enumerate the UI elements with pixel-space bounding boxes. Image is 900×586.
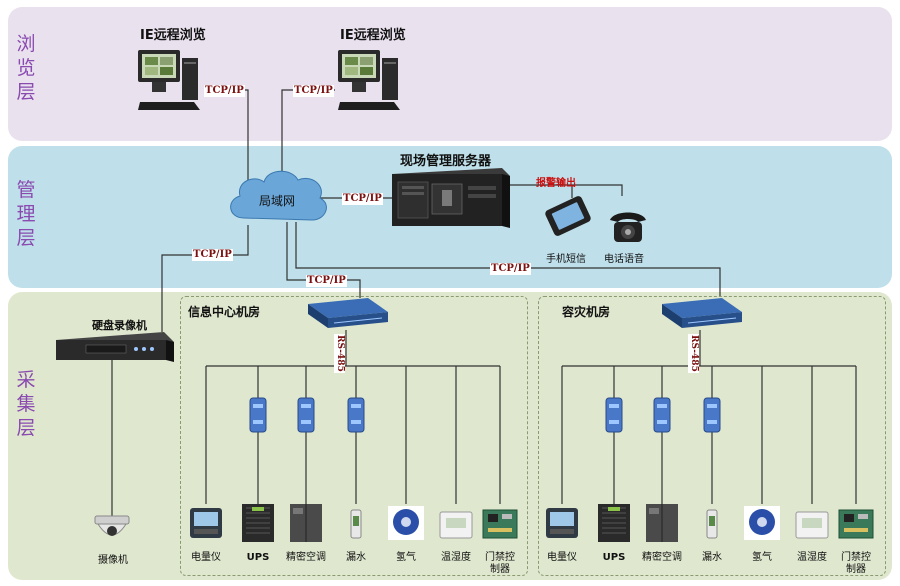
- dvr-label: 硬盘录像机: [92, 319, 147, 332]
- dome-camera-icon: [94, 515, 130, 536]
- collect-layer-label: 采集层: [12, 368, 40, 440]
- device-label: 氢气: [396, 552, 416, 563]
- device-icon: [290, 504, 322, 542]
- device-label: 漏水: [702, 552, 722, 563]
- camera-label: 摄像机: [98, 555, 128, 566]
- browse-layer-label-text: 浏览层: [16, 33, 36, 103]
- pc-icon-2: [338, 50, 400, 110]
- rs485-converter-icon: [605, 397, 623, 433]
- room-box-disaster: [538, 296, 886, 576]
- rs485-converter-icon: [653, 397, 671, 433]
- browse-layer-label: 浏览层: [12, 32, 40, 104]
- desk-phone-icon: [610, 212, 646, 242]
- device-label: 精密空调: [286, 552, 326, 563]
- link-server-phones: [508, 184, 623, 196]
- device-label: 氢气: [752, 552, 772, 563]
- connection-lines: [111, 89, 856, 520]
- device-icon: [744, 506, 780, 540]
- rs485-converter-icon: [347, 397, 365, 433]
- rs485-converter-icon: [703, 397, 721, 433]
- device-icon: [838, 509, 874, 539]
- device-label: 门禁控制器: [841, 552, 871, 575]
- device-icon: [242, 504, 274, 542]
- device-icon: [388, 506, 424, 540]
- rs485-label-1: RS-485: [334, 334, 345, 373]
- device-drop-lines: [205, 366, 857, 504]
- device-icon: [350, 509, 362, 539]
- switch-icon-2: [662, 298, 742, 328]
- device-icon: [546, 508, 578, 538]
- alarm-label: 报警输出: [536, 178, 576, 189]
- device-label: 漏水: [346, 552, 366, 563]
- rs485-converter-icon: [249, 397, 267, 433]
- switch-icon-1: [308, 298, 388, 328]
- pc1-label: IE远程浏览: [140, 28, 206, 43]
- device-icon: [646, 504, 678, 542]
- lan-label: 局域网: [259, 194, 296, 208]
- device-label: 门禁控制器: [485, 552, 515, 575]
- device-label: 电量仪: [547, 552, 577, 563]
- mobile-phone-icon: [545, 196, 591, 236]
- device-label: UPS: [246, 552, 270, 563]
- device-label: 精密空调: [642, 552, 682, 563]
- server-label: 现场管理服务器: [400, 154, 492, 169]
- lan-cloud-icon: [230, 170, 327, 221]
- device-label: 温湿度: [797, 552, 827, 563]
- mobile-sms-label: 手机短信: [546, 254, 586, 265]
- dvr-icon: [56, 332, 174, 362]
- link-pc1-lan: [205, 89, 249, 195]
- tcp-label-switch1: TCP/IP: [306, 275, 347, 287]
- manage-layer-label-text: 管理层: [16, 179, 36, 249]
- pc2-label: IE远程浏览: [340, 28, 406, 43]
- pc-icon-1: [138, 50, 200, 110]
- device-icon: [439, 511, 473, 539]
- room-box-info-center: [180, 296, 528, 576]
- desk-phone-label: 电话语音: [604, 254, 644, 265]
- tcp-label-pc1: TCP/IP: [204, 85, 245, 97]
- device-label: 电量仪: [191, 552, 221, 563]
- tcp-label-pc2: TCP/IP: [293, 85, 334, 97]
- manage-layer-label: 管理层: [12, 178, 40, 250]
- rs485-converter-icon: [297, 397, 315, 433]
- device-label: 温湿度: [441, 552, 471, 563]
- room-title-disaster: 容灾机房: [562, 305, 611, 319]
- device-icon: [795, 511, 829, 539]
- device-icon: [482, 509, 518, 539]
- converter-modules: [249, 397, 721, 433]
- device-label: UPS: [602, 552, 626, 563]
- tcp-label-switch2: TCP/IP: [490, 263, 531, 275]
- collect-layer-label-text: 采集层: [16, 369, 36, 439]
- device-icons: [190, 504, 874, 542]
- link-pc2-lan: [281, 89, 335, 182]
- room-title-info-center: 信息中心机房: [188, 305, 261, 319]
- device-icon: [706, 509, 718, 539]
- rs485-label-2: RS-485: [688, 334, 699, 373]
- tcp-label-server: TCP/IP: [342, 193, 383, 205]
- device-icon: [190, 508, 222, 538]
- device-icon: [598, 504, 630, 542]
- server-icon: [392, 168, 510, 228]
- tcp-label-dvr: TCP/IP: [192, 249, 233, 261]
